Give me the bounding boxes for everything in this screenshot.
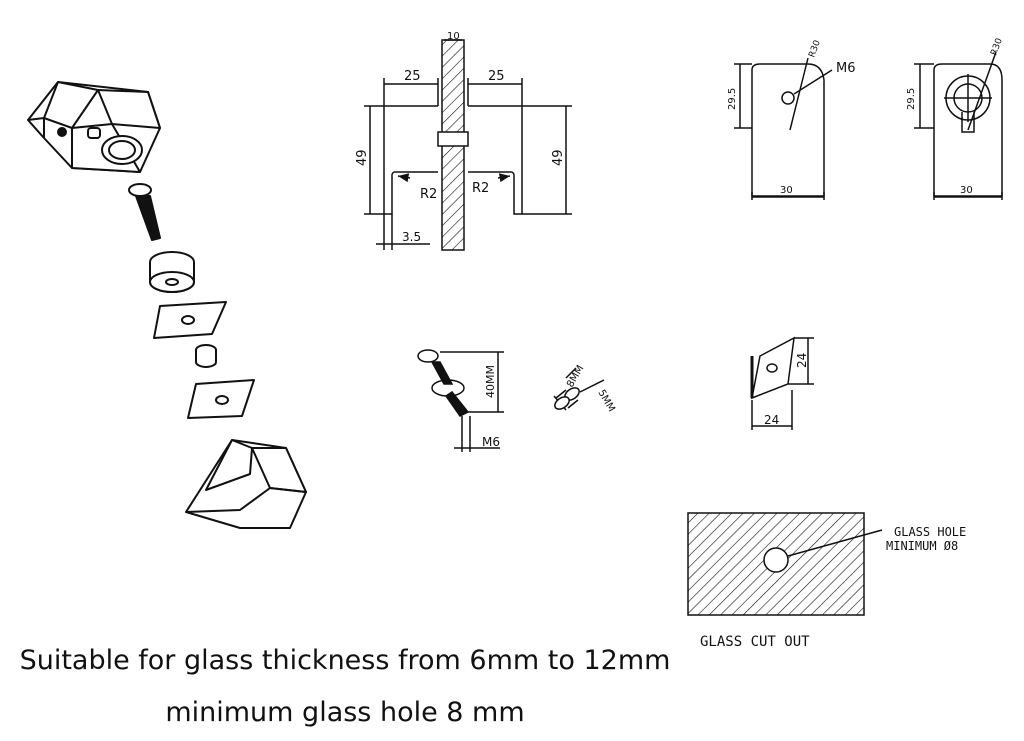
bolt-thread: M6 [482,435,500,449]
dim-bottom-thickness: 3.5 [402,230,421,244]
glass-hole-label-2: MINIMUM Ø8 [886,539,958,553]
glass-cutout-title: GLASS CUT OUT [700,634,810,650]
gasket-part-bottom [187,379,255,419]
bolt-length: 40MM [484,365,497,398]
side-b-width: 30 [960,185,973,196]
dim-right-arm: 25 [488,69,505,84]
side-b-radius: R30 [989,37,1005,57]
sleeve-part [195,344,217,368]
top-clamp-part [27,81,161,173]
bolt-part [128,183,161,241]
bottom-clamp-part [185,439,307,529]
side-a-width: 30 [780,185,793,196]
gasket-detail [750,336,814,430]
side-a-radius: R30 [807,39,823,59]
dim-right-radius: R2 [472,181,489,196]
sleeve-length: 5MM [595,388,616,414]
caption-min-hole: minimum glass hole 8 mm [165,697,525,728]
side-a-thread: M6 [836,61,856,76]
bolt-detail [417,349,504,452]
dim-right-height: 49 [551,149,566,166]
gasket-width: 24 [764,413,779,427]
gasket-part-top [153,301,227,339]
glass-cutout [687,512,883,616]
caption-thickness: Suitable for glass thickness from 6mm to… [19,645,671,676]
glass-hole-label-1: GLASS HOLE [894,525,966,539]
side-a-height: 29.5 [727,88,738,110]
exploded-view [27,81,307,529]
section-view [364,39,572,251]
side-view-a [734,57,833,200]
sleeve-detail [553,367,605,411]
dim-left-arm: 25 [404,69,421,84]
side-b-height: 29.5 [906,88,917,110]
dim-left-radius: R2 [420,187,437,202]
side-view-b [914,51,1003,200]
dim-left-height: 49 [355,149,370,166]
gasket-height: 24 [795,353,809,368]
spacer-part [149,251,195,293]
sleeve-diameter: 8MM [565,364,586,390]
dim-top-glass: 10 [447,31,460,42]
